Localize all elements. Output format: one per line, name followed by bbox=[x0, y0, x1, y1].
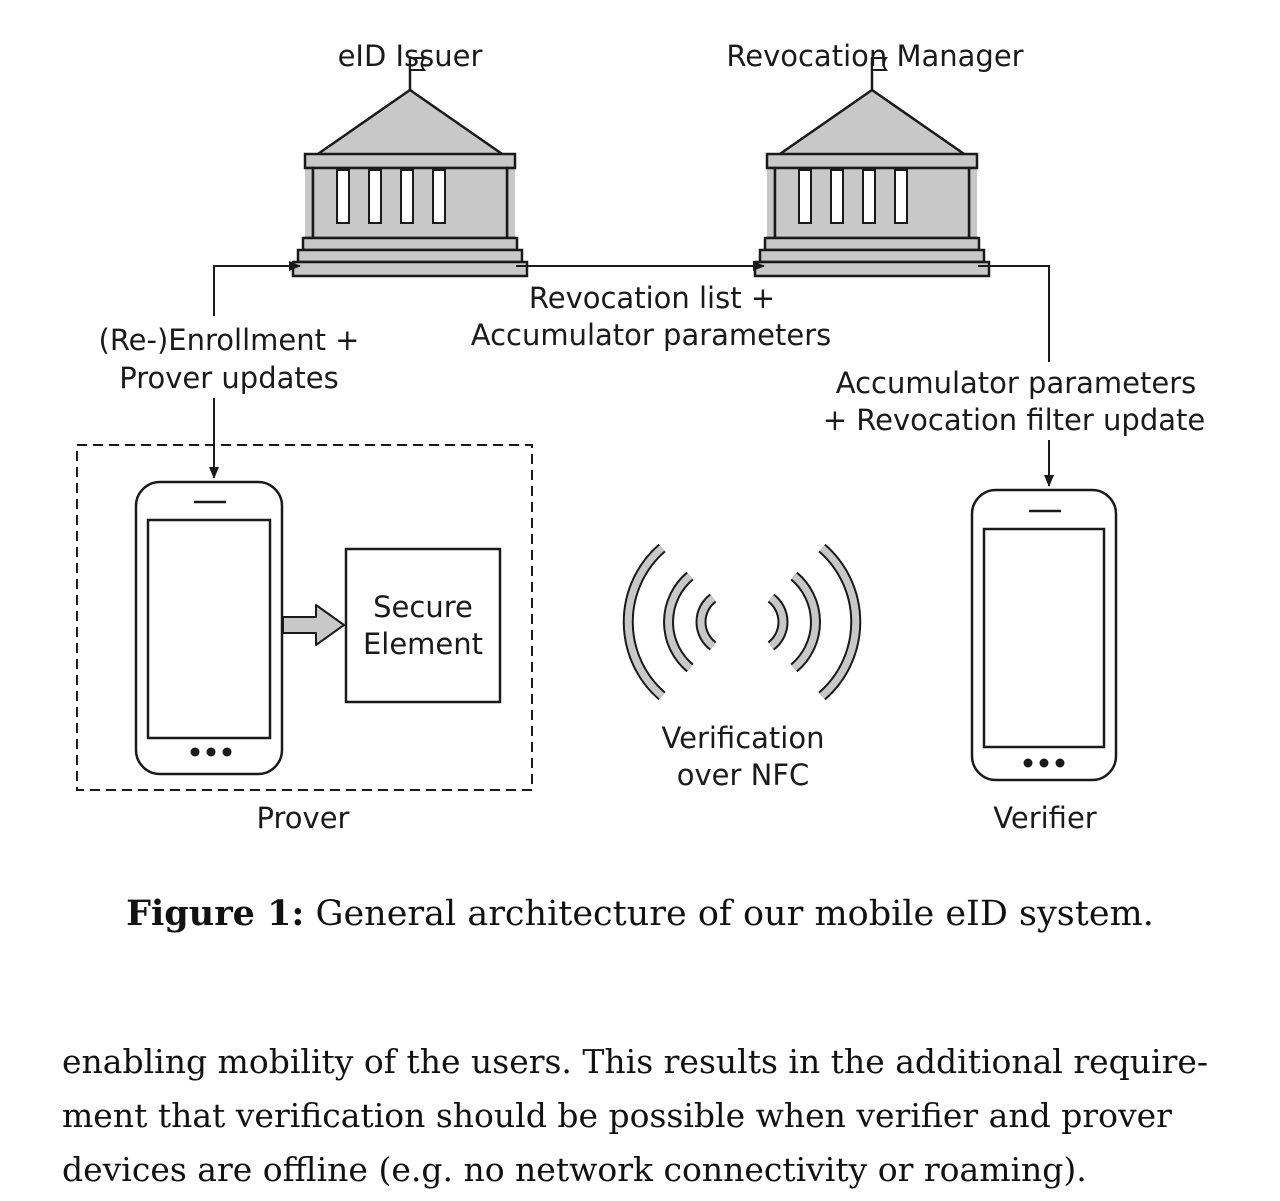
caption-label: Figure 1: bbox=[126, 893, 305, 934]
secure-element-label-line1: Secure bbox=[373, 590, 473, 624]
manager-to-verifier-line bbox=[978, 265, 1050, 362]
revocation-manager-building-icon bbox=[753, 56, 991, 278]
revocation-filter-label: + Revocation filter update bbox=[823, 403, 1205, 437]
prover-boundary bbox=[76, 444, 533, 791]
body-line-1: enabling mobility of the users. This res… bbox=[62, 1042, 1209, 1081]
caption-text: General architecture of our mobile eID s… bbox=[304, 894, 1154, 934]
verifier-accumulator-label: Accumulator parameters bbox=[836, 366, 1197, 400]
eid-issuer-label: eID Issuer bbox=[338, 39, 483, 73]
body-line-3: devices are offline (e.g. no network con… bbox=[62, 1150, 1087, 1189]
enrollment-label: (Re-)Enrollment + bbox=[99, 323, 360, 357]
verifier-label: Verifier bbox=[993, 801, 1097, 835]
body-line-2: ment that verification should be possibl… bbox=[62, 1096, 1172, 1135]
revocation-list-label: Revocation list + bbox=[529, 281, 775, 315]
secure-element-box bbox=[344, 547, 502, 704]
secure-element-label-line2: Element bbox=[363, 627, 483, 661]
accumulator-parameters-label: Accumulator parameters bbox=[471, 318, 832, 352]
nfc-label-line1: Verification bbox=[662, 721, 825, 755]
architecture-diagram: eID Issuer Revocation Manager Revocation… bbox=[76, 39, 1205, 835]
verifier-phone-icon bbox=[970, 488, 1118, 782]
prover-updates-label: Prover updates bbox=[119, 361, 338, 395]
enrollment-to-issuer-arrow bbox=[213, 261, 301, 316]
eid-issuer-building-icon bbox=[291, 56, 529, 278]
prover-phone-icon bbox=[134, 480, 284, 776]
prover-label: Prover bbox=[257, 801, 350, 835]
body-paragraph: enabling mobility of the users. This res… bbox=[62, 1035, 1237, 1197]
secure-element-block-arrow bbox=[282, 604, 345, 646]
revocation-manager-label: Revocation Manager bbox=[726, 39, 1023, 73]
nfc-waves-icon bbox=[622, 543, 862, 701]
figure-caption: Figure 1: General architecture of our mo… bbox=[0, 893, 1280, 934]
nfc-label-line2: over NFC bbox=[677, 758, 810, 792]
